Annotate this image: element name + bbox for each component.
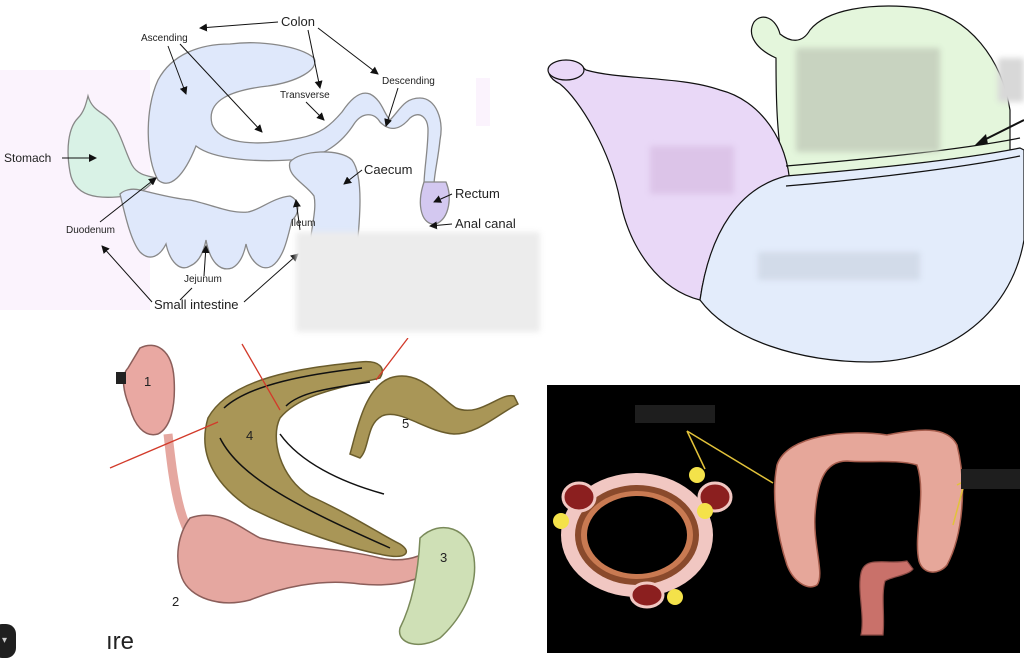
rectum-shape bbox=[419, 181, 450, 225]
label-duodenum: Duodenum bbox=[66, 225, 115, 236]
caecum-3-shape bbox=[398, 527, 476, 646]
large-intestine-frame bbox=[773, 429, 964, 588]
hidden-label-box bbox=[758, 252, 920, 280]
region-schematic bbox=[540, 0, 1024, 370]
hidden-label-box bbox=[650, 146, 734, 194]
label-anal-canal: Anal canal bbox=[455, 216, 516, 231]
leader-arrows bbox=[62, 21, 453, 303]
region-schematic-svg bbox=[547, 5, 1024, 363]
number-label-4: 4 bbox=[246, 428, 253, 443]
number-label-2: 2 bbox=[172, 594, 179, 609]
numbered-gut-svg: 1 2 3 4 5 bbox=[109, 337, 520, 646]
colon-anatomy-illustration bbox=[547, 385, 1020, 653]
chevron-down-icon: ▾ bbox=[2, 635, 8, 646]
expand-toggle-button[interactable]: ▾ bbox=[0, 624, 16, 658]
label-caecum: Caecum bbox=[364, 162, 412, 177]
large-intestine-4-shape bbox=[204, 360, 408, 558]
hidden-label-box bbox=[998, 58, 1024, 102]
footer-text: ıre bbox=[106, 628, 135, 655]
digestive-tract-diagram: Colon Ascending Transverse Descending St… bbox=[0, 0, 540, 340]
colon-anatomy-svg bbox=[553, 405, 1020, 636]
label-jejunum: Jejunum bbox=[184, 274, 222, 285]
sigmoid-5-shape bbox=[349, 375, 520, 459]
label-stomach: Stomach bbox=[4, 151, 51, 165]
red-pointer-lines bbox=[109, 337, 409, 469]
label-colon: Colon bbox=[281, 14, 315, 29]
label-rectum: Rectum bbox=[455, 186, 500, 201]
digestive-tract-svg: Colon Ascending Transverse Descending St… bbox=[0, 14, 516, 312]
number-label-5: 5 bbox=[402, 416, 409, 431]
label-transverse: Transverse bbox=[280, 90, 330, 101]
label-small-intestine: Small intestine bbox=[154, 297, 239, 312]
hidden-label-box bbox=[961, 469, 1020, 489]
label-ileum: Ileum bbox=[291, 218, 315, 229]
pointer-arrow bbox=[979, 119, 1024, 143]
numbered-gut-illustration: 1 2 3 4 5 bbox=[100, 337, 530, 657]
stomach-1-shape bbox=[122, 344, 176, 436]
small-intestine-shape bbox=[119, 188, 299, 270]
label-ascending: Ascending bbox=[141, 33, 188, 44]
hidden-label-box bbox=[796, 48, 940, 152]
number-label-1: 1 bbox=[144, 374, 151, 389]
hidden-label-box bbox=[296, 232, 540, 332]
number-label-3: 3 bbox=[440, 550, 447, 565]
label-descending: Descending bbox=[382, 76, 435, 87]
hidden-label-box bbox=[635, 405, 715, 423]
